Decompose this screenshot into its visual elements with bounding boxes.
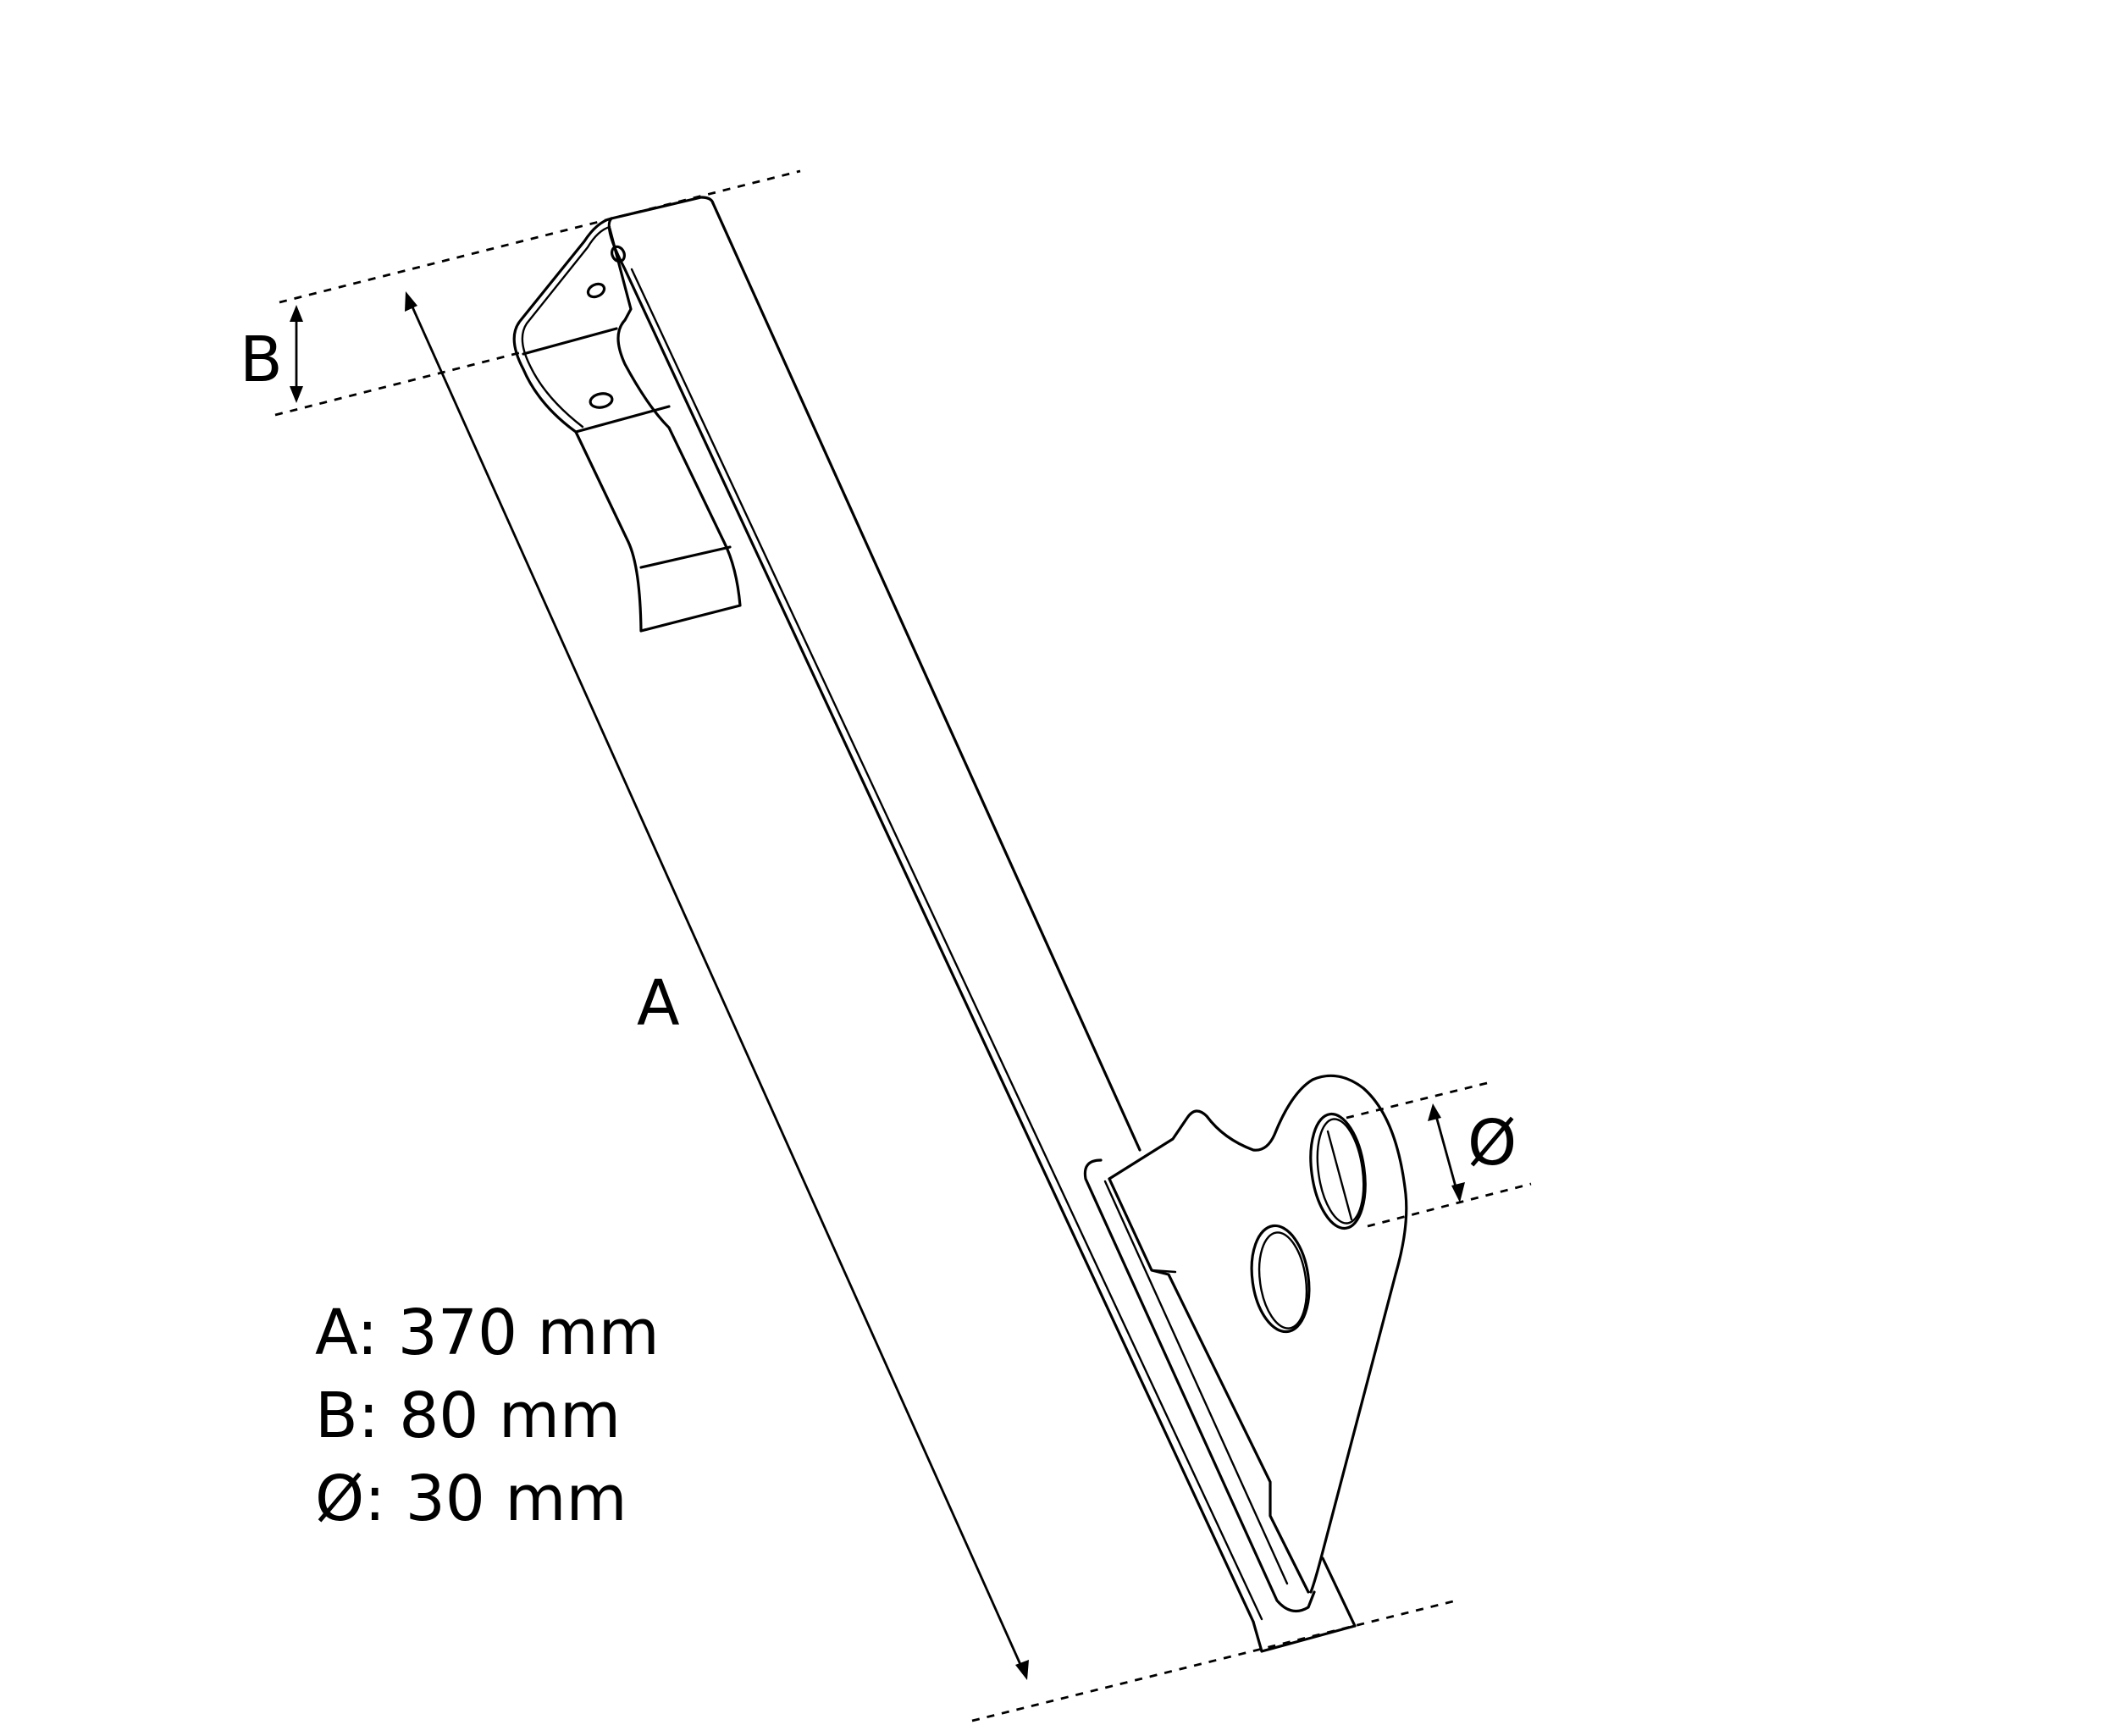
spec-diameter: Ø: 30 mm (315, 1462, 627, 1535)
spec-b: B: 80 mm (315, 1379, 622, 1452)
spec-a: A: 370 mm (315, 1296, 660, 1369)
lower-bracket (1083, 1074, 1408, 1613)
label-b: B (240, 323, 283, 396)
dimension-diameter: Ø (1346, 1081, 1532, 1228)
label-diameter: Ø (1468, 1107, 1517, 1180)
dimension-a: A (405, 291, 1029, 1680)
main-bar (607, 196, 1357, 1653)
upper-plate (512, 217, 742, 633)
extension-line-bottom (971, 1599, 1457, 1722)
dimension-b: B (240, 169, 801, 417)
label-a: A (637, 967, 680, 1040)
